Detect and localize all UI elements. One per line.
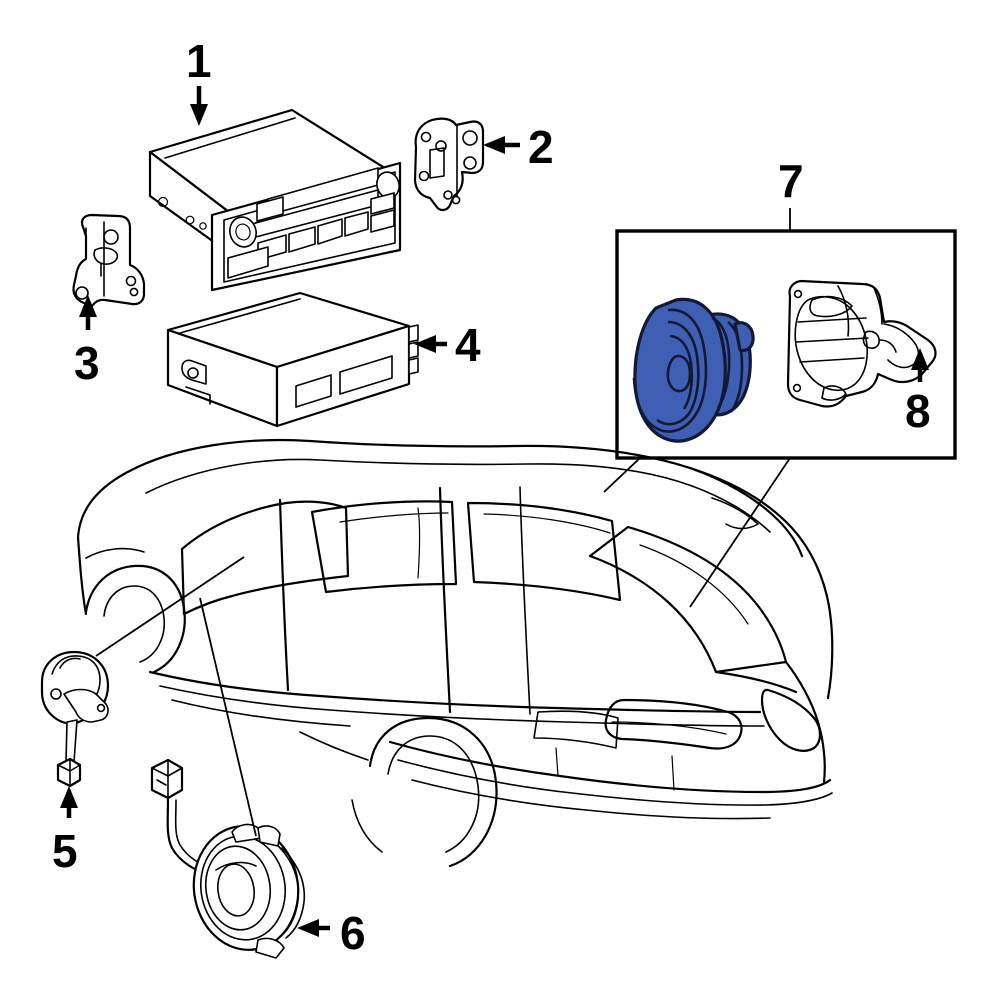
callout-1-arrow xyxy=(190,86,208,126)
amplifier-module-part xyxy=(166,291,419,428)
callout-label-5: 5 xyxy=(52,825,78,877)
callout-5-leader xyxy=(95,556,245,657)
rear-speaker-highlighted-part xyxy=(632,297,755,443)
detail-inset-box xyxy=(615,229,957,460)
callout-label-6: 6 xyxy=(340,907,366,959)
radio-head-unit-part xyxy=(148,108,402,292)
callout-label-3: 3 xyxy=(74,337,100,389)
callout-5-arrow xyxy=(60,786,78,818)
callout-6-leader xyxy=(199,597,257,837)
callout-label-1: 1 xyxy=(186,35,212,87)
callout-label-4: 4 xyxy=(455,319,481,371)
callout-6-arrow xyxy=(297,919,330,937)
callout-label-2: 2 xyxy=(528,121,554,173)
tweeter-speaker-part xyxy=(40,650,110,788)
callout-7-pointer-line xyxy=(689,457,791,608)
door-speaker-part xyxy=(150,758,306,959)
callout-3-arrow xyxy=(79,295,97,330)
callout-7-pointer-line-b xyxy=(603,457,641,493)
callout-2-arrow xyxy=(483,136,520,154)
callout-4-arrow xyxy=(414,335,447,353)
vehicle-body-outline xyxy=(76,438,834,868)
callout-label-8: 8 xyxy=(905,385,931,437)
callout-8-arrow xyxy=(911,348,929,382)
callout-label-7: 7 xyxy=(778,155,804,207)
radio-bracket-left-part xyxy=(72,213,146,308)
radio-bracket-right-part xyxy=(413,117,485,212)
